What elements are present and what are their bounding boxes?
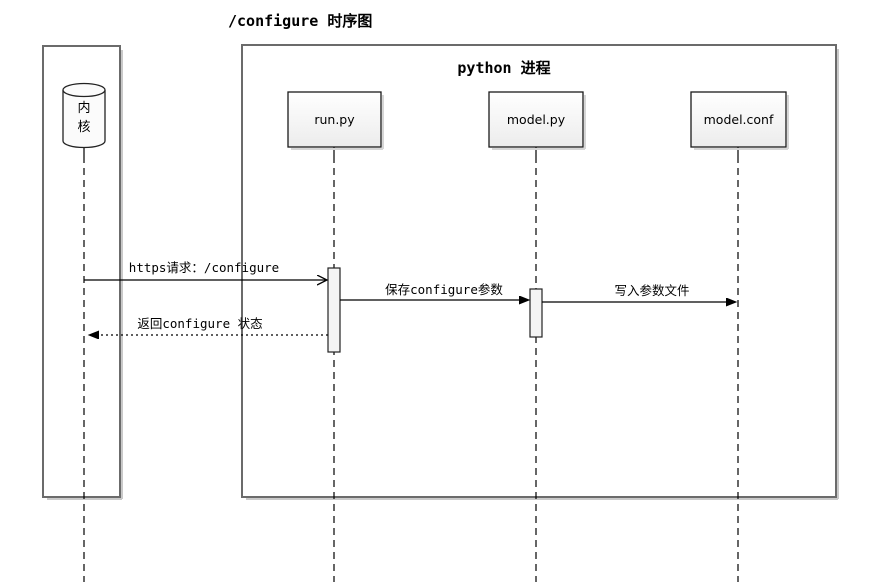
message-write-file: 写入参数文件 (542, 283, 735, 302)
actor-label-line2: 核 (77, 120, 90, 135)
message-4-label: 返回configure 状态 (137, 316, 262, 331)
database-cylinder-icon: 内 核 (62, 82, 106, 149)
modelpy-label: model.py (507, 112, 566, 127)
message-https-request: https请求：/configure (84, 260, 326, 280)
actor-label-line1: 内 (77, 100, 90, 116)
participant-modelpy: model.py (488, 91, 586, 150)
modelconf-label: model.conf (704, 112, 774, 127)
participant-runpy: run.py (287, 91, 384, 150)
runpy-box (287, 91, 382, 148)
modelpy-activation-bar (529, 288, 543, 338)
cylinder-top (62, 82, 106, 98)
runpy-label: run.py (314, 112, 355, 127)
modelpy-box (488, 91, 584, 148)
message-3-label: 写入参数文件 (614, 283, 689, 298)
message-save-params: 保存configure参数 (340, 282, 528, 300)
python-frame-label: python 进程 (457, 59, 550, 77)
modelconf-box (690, 91, 787, 148)
diagram-title: /configure 时序图 (228, 12, 372, 30)
participant-modelconf: model.conf (690, 91, 789, 150)
runpy-activation-bar (327, 267, 341, 353)
message-1-label: https请求：/configure (129, 260, 279, 275)
message-2-label: 保存configure参数 (385, 282, 503, 297)
cylinder-body (62, 90, 106, 149)
message-return-status: 返回configure 状态 (90, 316, 328, 335)
